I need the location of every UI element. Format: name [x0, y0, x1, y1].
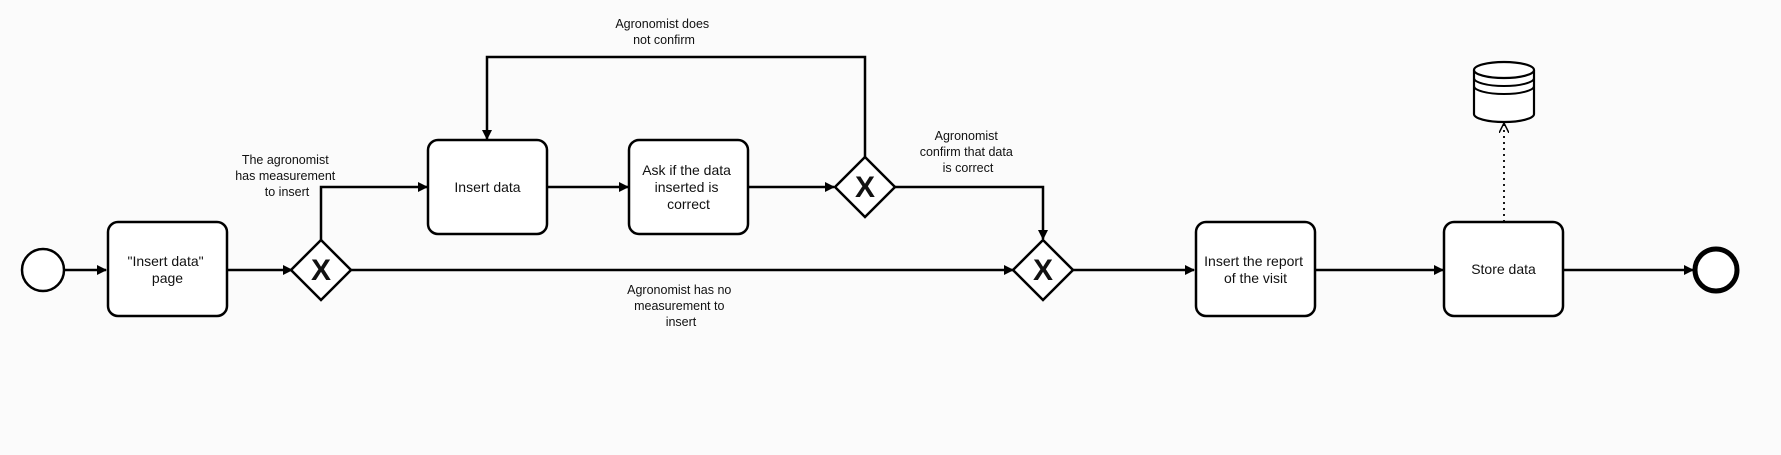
gateway-x-icon: X [311, 254, 331, 287]
flow-gateway2-to-merge-gateway[interactable] [895, 185, 1048, 240]
label-not-confirm: Agronomist does not confirm [615, 17, 712, 47]
gateway-x-icon: X [855, 171, 875, 204]
task-insert-data[interactable]: Insert data [426, 138, 549, 236]
task-insert-data-page-label: "Insert data" page [128, 253, 208, 286]
label-no-measurement: Agronomist has no measurement to insert [627, 283, 735, 329]
gateway-x-icon: X [1033, 254, 1053, 287]
task-ask-confirm-label: Ask if the data inserted is correct [642, 162, 735, 212]
start-event[interactable] [20, 247, 66, 293]
task-insert-data-page[interactable]: "Insert data" page [106, 220, 229, 318]
label-has-measurement: The agronomist has measurement to insert [235, 153, 339, 199]
gateway-has-measurement[interactable]: X [289, 238, 353, 302]
task-insert-data-label: Insert data [454, 179, 520, 195]
task-insert-report-label: Insert the report of the visit [1204, 253, 1307, 286]
task-store-data[interactable]: Store data [1442, 220, 1565, 318]
end-event[interactable] [1692, 246, 1740, 294]
label-confirm: Agronomist confirm that data is correct [920, 129, 1017, 175]
gateway-merge[interactable]: X [1011, 238, 1075, 302]
task-store-data-label: Store data [1471, 261, 1536, 277]
flow-gateway2-loop-back[interactable] [482, 55, 867, 157]
gateway-confirm[interactable]: X [833, 155, 897, 219]
task-insert-report[interactable]: Insert the report of the visit [1194, 220, 1317, 318]
database-icon[interactable] [1472, 60, 1536, 124]
flow-gateway1-to-insert-data[interactable] [319, 182, 428, 240]
task-ask-confirm[interactable]: Ask if the data inserted is correct [627, 138, 750, 236]
